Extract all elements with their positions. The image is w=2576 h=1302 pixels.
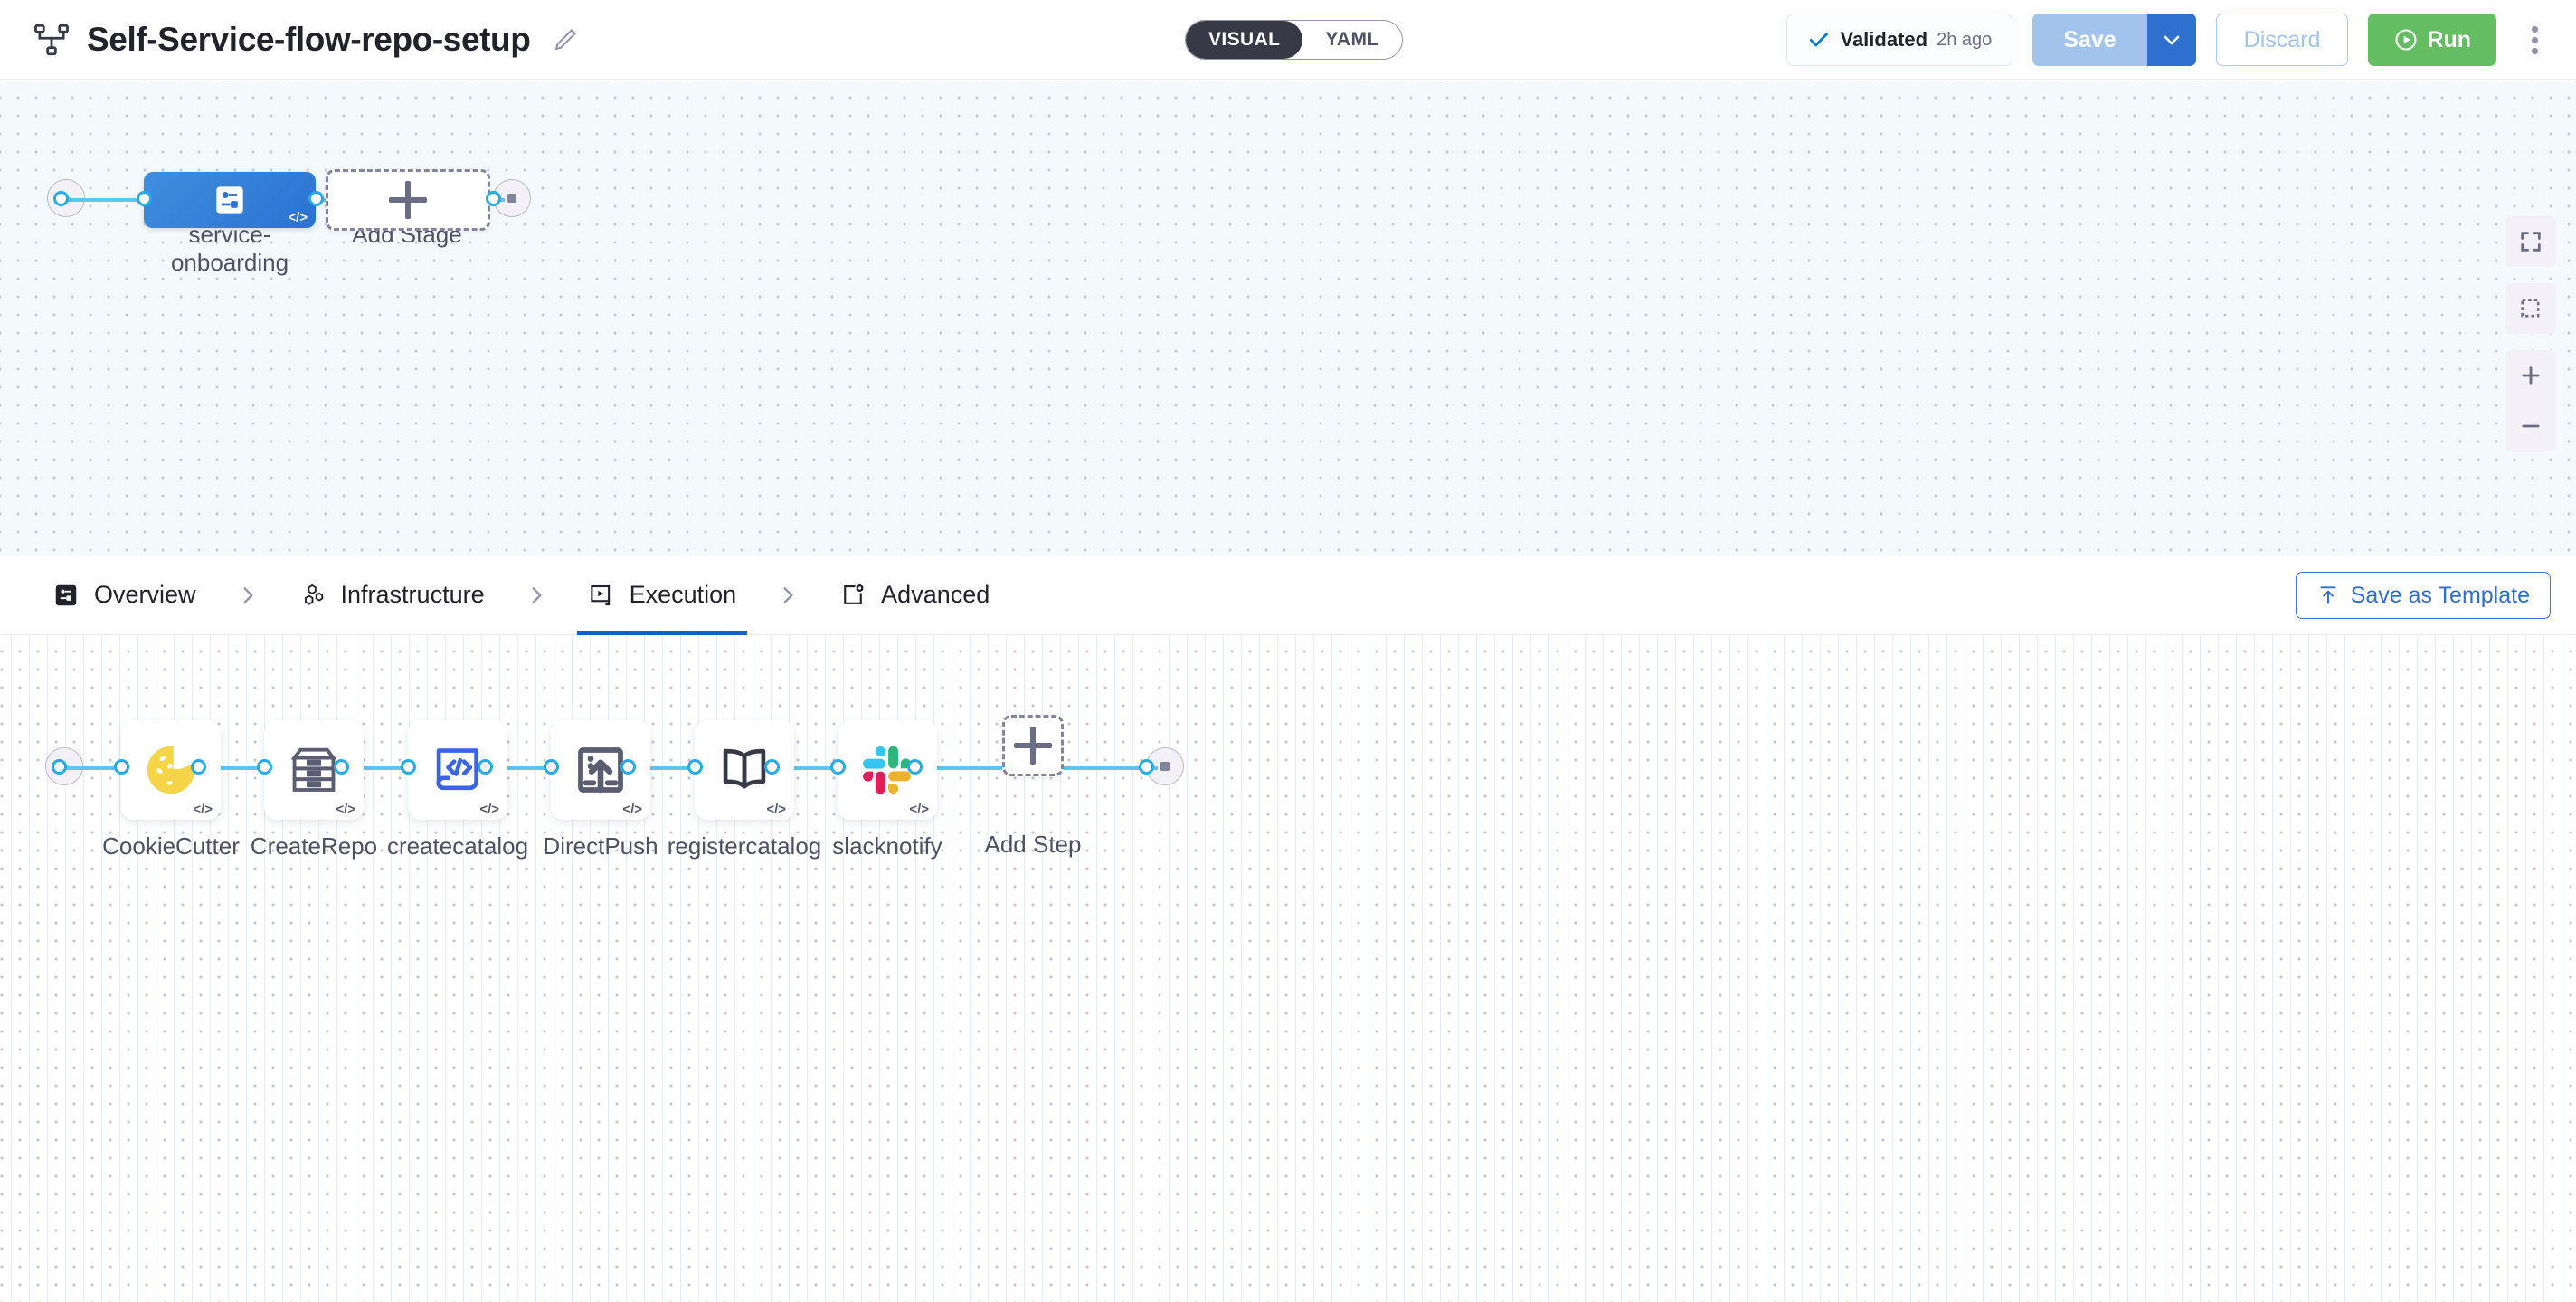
validated-timestamp: 2h ago	[1937, 30, 1992, 51]
pipeline-icon	[33, 21, 71, 59]
step-code-badge: </>	[336, 803, 355, 816]
add-step-button[interactable]	[1002, 715, 1064, 776]
step-in-port-registercatalog[interactable]	[687, 759, 703, 775]
step-out-port-slacknotify[interactable]	[907, 759, 923, 775]
zoom-control-group	[2505, 350, 2556, 451]
execution-icon	[588, 582, 615, 609]
app-header: Self-Service-flow-repo-setup VISUAL YAML…	[0, 0, 2576, 80]
step-out-port-createrepo[interactable]	[334, 759, 349, 775]
validated-label: Validated	[1840, 28, 1927, 52]
step-start-port[interactable]	[52, 759, 67, 775]
chevron-right-icon	[776, 580, 800, 611]
tab-infrastructure-label: Infrastructure	[341, 581, 485, 609]
step-out-port-registercatalog[interactable]	[764, 759, 780, 775]
step-code-badge: </>	[193, 803, 213, 816]
zoom-out-icon[interactable]	[2505, 401, 2556, 451]
step-in-port-createrepo[interactable]	[257, 759, 272, 775]
tab-execution-label: Execution	[630, 581, 737, 609]
tab-separator-3	[747, 580, 829, 611]
save-dropdown-button[interactable]	[2147, 14, 2196, 66]
add-stage-button[interactable]	[326, 169, 490, 231]
tab-overview[interactable]: Overview	[42, 556, 207, 635]
advanced-icon	[839, 582, 867, 609]
step-in-port-slacknotify[interactable]	[830, 759, 846, 775]
stage-code-badge: </>	[288, 211, 308, 224]
stage-canvas[interactable]: </> service- onboarding Add Stage	[0, 81, 2576, 556]
stage-node-in-port[interactable]	[137, 191, 152, 206]
stage-end-port[interactable]	[486, 191, 501, 206]
tab-advanced-label: Advanced	[881, 581, 990, 609]
header-actions: Validated 2h ago Save Discard Run	[1786, 0, 2552, 80]
plus-icon	[389, 181, 427, 219]
mode-visual-button[interactable]: VISUAL	[1186, 21, 1302, 59]
step-code-badge: </>	[622, 803, 642, 816]
step-code-badge: </>	[479, 803, 499, 816]
tab-infrastructure[interactable]: Infrastructure	[289, 556, 496, 635]
save-button-group: Save	[2032, 14, 2195, 66]
tab-advanced[interactable]: Advanced	[829, 556, 1000, 635]
tab-execution[interactable]: Execution	[577, 556, 748, 635]
tab-overview-label: Overview	[94, 581, 196, 609]
step-node-createcatalog[interactable]: </>	[408, 720, 507, 820]
upload-template-icon	[2316, 584, 2340, 607]
canvas-tools	[2505, 216, 2556, 451]
stop-icon	[1156, 757, 1174, 775]
execution-step-canvas[interactable]: </> CookieCutter </> CreateRepo	[0, 635, 2576, 1302]
save-button[interactable]: Save	[2032, 14, 2146, 66]
stage-node-service-onboarding[interactable]: </>	[144, 172, 316, 228]
chevron-right-icon	[236, 580, 260, 611]
play-circle-icon	[2393, 27, 2419, 52]
step-node-createrepo[interactable]: </>	[264, 720, 364, 820]
zoom-in-icon[interactable]	[2505, 350, 2556, 401]
service-stage-icon	[210, 180, 250, 220]
step-code-badge: </>	[909, 803, 929, 816]
chevron-down-icon	[2161, 29, 2183, 51]
mode-yaml-button[interactable]: YAML	[1302, 21, 1401, 59]
selection-box-icon[interactable]	[2505, 283, 2556, 334]
infrastructure-icon	[299, 582, 327, 609]
step-in-port-cookiecutter[interactable]	[114, 759, 129, 775]
tab-separator-1	[207, 580, 289, 611]
step-out-port-createcatalog[interactable]	[478, 759, 493, 775]
run-label: Run	[2427, 27, 2471, 53]
overview-icon	[52, 582, 80, 609]
run-button[interactable]: Run	[2368, 14, 2496, 66]
chevron-right-icon	[525, 580, 548, 611]
step-code-badge: </>	[766, 803, 786, 816]
stage-start-port[interactable]	[53, 191, 69, 206]
stage-node-out-port[interactable]	[308, 191, 324, 206]
step-in-port-createcatalog[interactable]	[401, 759, 416, 775]
step-out-port-directpush[interactable]	[620, 759, 636, 775]
step-node-slacknotify[interactable]: </>	[838, 720, 937, 820]
stop-icon	[503, 189, 521, 207]
more-vertical-icon[interactable]	[2516, 14, 2552, 66]
step-out-port-cookiecutter[interactable]	[191, 759, 206, 775]
edit-pencil-icon[interactable]	[546, 26, 579, 53]
add-step-label: Add Step	[897, 831, 1169, 859]
stage-config-tabbar: Overview Infrastructure Execut	[0, 556, 2576, 635]
page-title: Self-Service-flow-repo-setup	[87, 21, 530, 59]
tab-separator-2	[496, 580, 577, 611]
header-left-group: Self-Service-flow-repo-setup	[0, 21, 579, 59]
save-as-template-label: Save as Template	[2351, 583, 2530, 609]
discard-button[interactable]: Discard	[2216, 14, 2349, 66]
step-node-registercatalog[interactable]: </>	[695, 720, 794, 820]
step-end-port[interactable]	[1139, 759, 1154, 775]
step-in-port-directpush[interactable]	[544, 759, 559, 775]
fullscreen-icon[interactable]	[2505, 216, 2556, 267]
step-node-cookiecutter[interactable]: </>	[121, 720, 221, 820]
view-mode-toggle: VISUAL YAML	[1185, 20, 1403, 60]
validated-status-badge: Validated 2h ago	[1786, 14, 2012, 66]
check-icon	[1807, 28, 1831, 52]
save-as-template-button[interactable]: Save as Template	[2296, 572, 2551, 619]
plus-icon	[1014, 727, 1052, 765]
step-node-directpush[interactable]: </>	[551, 720, 650, 820]
